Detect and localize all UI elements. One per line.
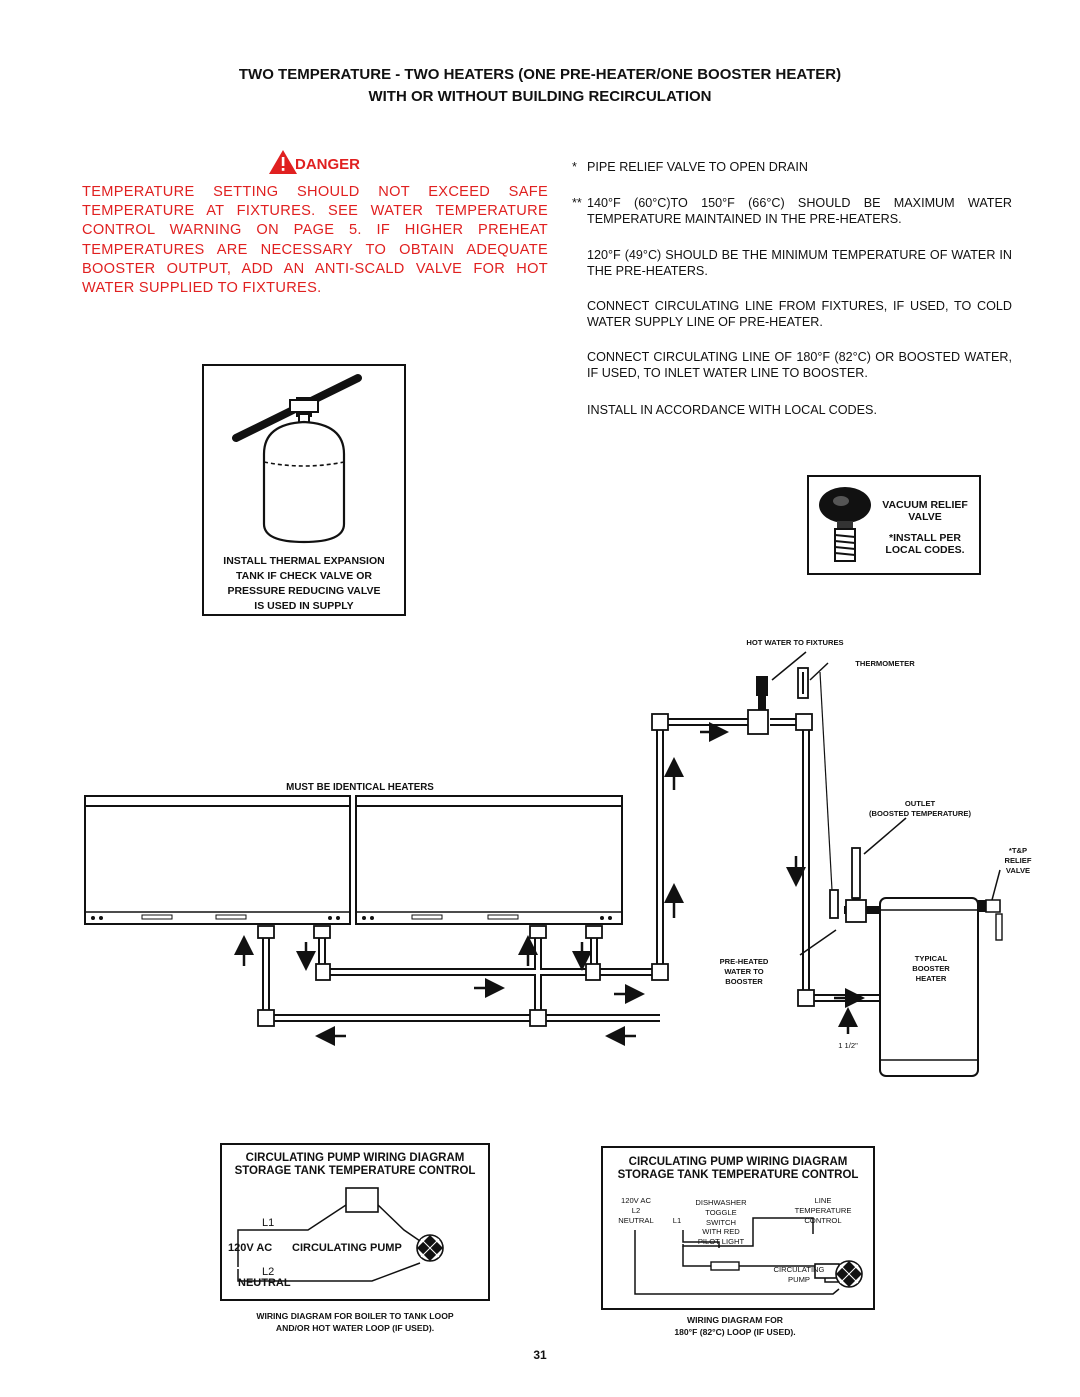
label-line: LINE: [814, 1196, 832, 1205]
title-line: CIRCULATING PUMP WIRING DIAGRAM: [628, 1156, 848, 1168]
booster-heater: [879, 897, 1003, 1077]
wiring-right-schematic: [634, 1217, 863, 1295]
caption-line: WIRING DIAGRAM FOR BOILER TO TANK LOOP: [256, 1311, 454, 1321]
wiring-left-title: CIRCULATING PUMP WIRING DIAGRAM STORAGE …: [222, 1152, 488, 1178]
pipe-fittings: [257, 709, 867, 1027]
danger-header: DANGER: [265, 148, 425, 178]
caption-line: TANK IF CHECK VALVE OR: [236, 570, 372, 582]
pre-heated-label: PRE-HEATED WATER TO BOOSTER: [704, 957, 784, 986]
outlet-label: OUTLET (BOOSTED TEMPERATURE): [850, 799, 990, 819]
label-line: VALVE: [1005, 865, 1031, 875]
label-line: TYPICAL: [914, 954, 948, 963]
label-line: OUTLET: [904, 799, 936, 808]
label-line: DISHWASHER: [695, 1198, 747, 1207]
title-line: CIRCULATING PUMP WIRING DIAGRAM: [245, 1152, 465, 1164]
neutral-label: NEUTRAL: [618, 1216, 654, 1225]
note-text: 120°F (49°C) SHOULD BE THE MINIMUM TEMPE…: [587, 248, 1012, 278]
hot-water-label: HOT WATER TO FIXTURES: [746, 638, 844, 647]
pipe-size-label: 1 1/2": [838, 1041, 858, 1050]
voltage-label: 120V AC: [228, 1242, 273, 1254]
title-line: VACUUM RELIEF: [882, 499, 968, 511]
title-line: STORAGE TANK TEMPERATURE CONTROL: [234, 1165, 476, 1177]
l1-label: L1: [262, 1217, 275, 1229]
pre-heater-2: [355, 795, 623, 925]
voltage-label: 120V AC: [621, 1196, 651, 1205]
label-line: HEATER: [915, 973, 947, 983]
l2-label: L2: [631, 1206, 641, 1215]
page-title-line-2: WITH OR WITHOUT BUILDING RECIRCULATION: [368, 88, 712, 105]
control-label: LINE TEMPERATURE CONTROL: [783, 1196, 863, 1225]
expansion-tank-icon: [232, 374, 362, 544]
wiring-left-schematic: [237, 1187, 444, 1282]
flow-arrows: [234, 722, 865, 1046]
note-mark: *: [572, 160, 577, 174]
label-line: PUMP: [788, 1274, 810, 1284]
danger-text: TEMPERATURE SETTING SHOULD NOT EXCEED SA…: [82, 184, 548, 297]
vacuum-relief-box: VACUUM RELIEF VALVE *INSTALL PER LOCAL C…: [807, 475, 981, 575]
label-line: TOGGLE: [705, 1207, 737, 1217]
heaters-label: MUST BE IDENTICAL HEATERS: [286, 782, 434, 793]
label-line: CIRCULATING: [773, 1265, 825, 1274]
l2-label: L2: [262, 1266, 275, 1278]
label-line: WITH RED: [702, 1227, 740, 1237]
label-line: RELIEF: [1004, 855, 1032, 865]
danger-label: DANGER: [295, 156, 361, 173]
title-line: STORAGE TANK TEMPERATURE CONTROL: [617, 1169, 859, 1181]
note-text: INSTALL IN ACCORDANCE WITH LOCAL CODES.: [587, 403, 877, 417]
label-line: (BOOSTED TEMPERATURE): [869, 808, 971, 818]
page-number: 31: [533, 1348, 547, 1362]
pump-label: CIRCULATING PUMP: [759, 1265, 839, 1285]
caption-line: WIRING DIAGRAM FOR: [687, 1315, 783, 1325]
title-line: VALVE: [908, 511, 942, 523]
label-line: PRE-HEATED: [719, 957, 769, 966]
note-text: CONNECT CIRCULATING LINE FROM FIXTURES, …: [587, 299, 1012, 329]
pilot-light-icon: [710, 1261, 740, 1271]
expansion-tank-caption: INSTALL THERMAL EXPANSION TANK IF CHECK …: [204, 554, 404, 614]
switch-label: DISHWASHER TOGGLE SWITCH WITH RED PILOT …: [689, 1198, 753, 1247]
wiring-right-title: CIRCULATING PUMP WIRING DIAGRAM STORAGE …: [603, 1156, 873, 1182]
label-line: BOOSTER: [725, 976, 763, 986]
note-line: *INSTALL PER: [889, 532, 961, 544]
wiring-right-caption: WIRING DIAGRAM FOR 180°F (82°C) LOOP (IF…: [600, 1314, 870, 1338]
vacuum-relief-valve-icon: [819, 487, 871, 562]
outlet-pipe: [851, 847, 861, 899]
caption-line: AND/OR HOT WATER LOOP (IF USED).: [275, 1323, 435, 1333]
booster-label: TYPICAL BOOSTER HEATER: [898, 954, 964, 983]
wiring-diagram-right: CIRCULATING PUMP WIRING DIAGRAM STORAGE …: [601, 1146, 875, 1310]
page-title-line-1: TWO TEMPERATURE - TWO HEATERS (ONE PRE-H…: [238, 66, 842, 83]
vacuum-relief-title: VACUUM RELIEF VALVE: [873, 499, 977, 523]
caption-line: INSTALL THERMAL EXPANSION: [223, 555, 385, 567]
caption-line: 180°F (82°C) LOOP (IF USED).: [674, 1327, 796, 1337]
note-line: LOCAL CODES.: [885, 544, 965, 556]
label-line: *T&P: [1008, 846, 1028, 855]
label-line: CONTROL: [804, 1215, 842, 1225]
wiring-diagram-left: CIRCULATING PUMP WIRING DIAGRAM STORAGE …: [220, 1143, 490, 1301]
note-text: CONNECT CIRCULATING LINE OF 180°F (82°C)…: [587, 350, 1012, 380]
vacuum-relief-note: *INSTALL PER LOCAL CODES.: [873, 532, 977, 556]
note-text: 140°F (60°C)TO 150°F (66°C) SHOULD BE MA…: [587, 196, 1012, 226]
vent-pipe: [756, 676, 768, 696]
caption-line: PRESSURE REDUCING VALVE: [227, 585, 381, 597]
tp-relief-label: *T&P RELIEF VALVE: [996, 846, 1040, 875]
inlet-fitting: [829, 889, 839, 919]
pump-label: CIRCULATING PUMP: [292, 1242, 402, 1254]
wiring-left-caption: WIRING DIAGRAM FOR BOILER TO TANK LOOP A…: [190, 1310, 520, 1334]
neutral-label: NEUTRAL: [238, 1277, 291, 1289]
caption-line: IS USED IN SUPPLY: [254, 600, 354, 612]
label-line: BOOSTER: [912, 963, 950, 973]
pre-heater-1: [84, 795, 351, 925]
thermometer-label: THERMOMETER: [855, 659, 915, 668]
warning-triangle-icon: [269, 150, 297, 174]
note-text: PIPE RELIEF VALVE TO OPEN DRAIN: [587, 160, 808, 174]
note-mark: **: [572, 196, 582, 210]
label-line: PILOT LIGHT: [697, 1237, 745, 1247]
label-line: WATER TO: [724, 966, 764, 976]
expansion-tank-box: INSTALL THERMAL EXPANSION TANK IF CHECK …: [202, 364, 406, 616]
l1-label: L1: [672, 1216, 682, 1225]
label-line: TEMPERATURE: [794, 1205, 852, 1215]
label-line: SWITCH: [706, 1217, 736, 1227]
